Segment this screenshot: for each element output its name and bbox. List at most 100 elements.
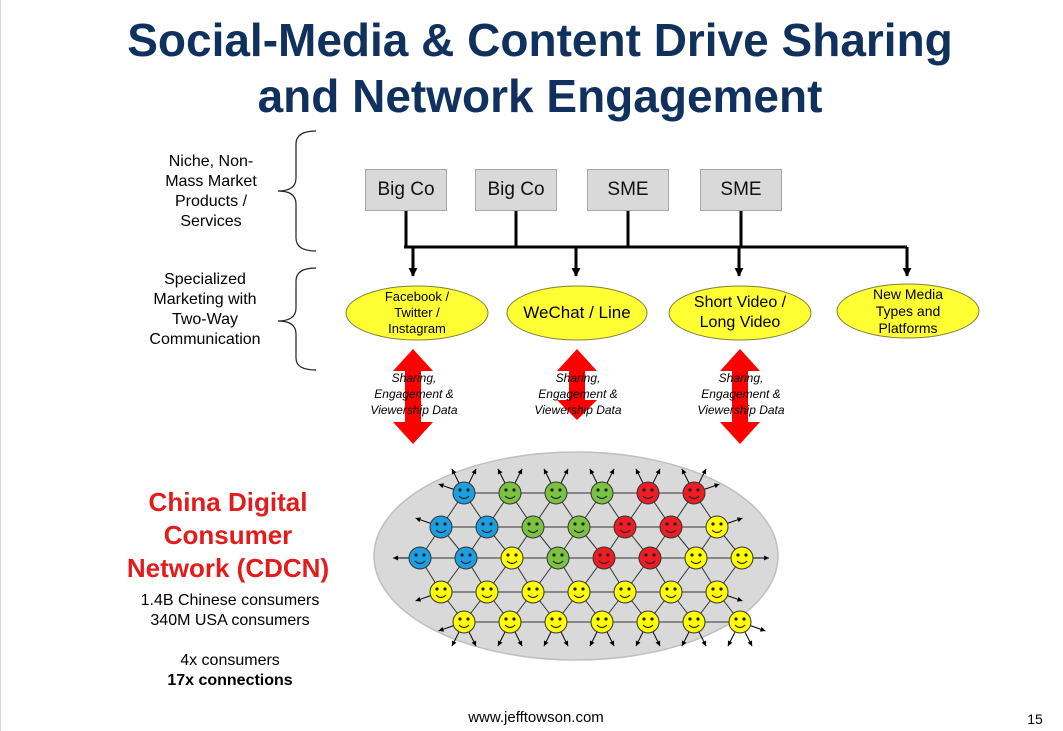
consumer-smiley-icon	[429, 580, 453, 604]
network-arrowhead	[517, 468, 523, 475]
marketing-brace	[277, 267, 317, 371]
red-double-arrow	[720, 349, 760, 444]
consumer-smiley-icon	[682, 481, 706, 505]
network-arrowhead	[655, 640, 661, 647]
platform-label-line: New Media	[872, 285, 944, 302]
network-arrowhead	[415, 517, 422, 523]
consumer-smiley-icon	[728, 610, 752, 634]
platform-label-line: Instagram	[388, 321, 446, 336]
stat-consumer-multiple: 4x consumers	[180, 652, 280, 669]
network-arrowhead	[759, 626, 766, 632]
network-arrowhead	[415, 596, 422, 602]
consumer-smiley-icon	[636, 610, 660, 634]
platform-label-line: Twitter /	[394, 305, 440, 320]
consumer-smiley-icon	[500, 546, 524, 570]
network-arrowhead	[451, 468, 457, 475]
network-arrowhead	[471, 468, 477, 475]
slide-title: Social-Media & Content Drive Sharing and…	[60, 12, 1020, 124]
red-double-arrow	[557, 349, 597, 420]
products-label-line: Mass Market	[165, 173, 257, 190]
platform-oval-wechat	[506, 285, 648, 341]
network-arrowhead	[701, 640, 707, 647]
network-arrowhead	[517, 640, 523, 647]
flow-label-sharing: Sharing, Engagement & Viewership Data	[518, 370, 638, 418]
network-arrowhead	[543, 640, 549, 647]
network-arrowhead	[736, 596, 743, 602]
network-arrowhead	[589, 468, 595, 475]
network-nodes	[408, 481, 754, 634]
network-arrowhead	[589, 640, 595, 647]
network-arrowhead	[563, 468, 569, 475]
stat-usa-consumers: 340M USA consumers	[150, 612, 310, 629]
cdcn-title-line: Network (CDCN)	[126, 553, 330, 583]
platform-label-line: WeChat / Line	[523, 303, 631, 322]
network-arrowhead	[736, 517, 743, 523]
consumer-smiley-icon	[613, 515, 637, 539]
company-box-sme: SME	[700, 169, 782, 211]
consumer-smiley-icon	[498, 610, 522, 634]
flow-label-line: Sharing,	[718, 371, 764, 385]
flow-label-line: Viewership Data	[370, 403, 458, 417]
title-line-2: and Network Engagement	[257, 70, 823, 122]
network-arrowhead	[497, 468, 503, 475]
network-arrowhead	[451, 640, 457, 647]
platform-label-video: Short Video / Long Video	[670, 287, 810, 339]
consumer-smiley-icon	[544, 610, 568, 634]
products-brace	[277, 130, 317, 252]
flow-label-line: Engagement &	[538, 387, 618, 401]
platform-label-line: Platforms	[878, 319, 938, 336]
consumer-smiley-icon	[659, 515, 683, 539]
products-label-line: Products /	[174, 193, 248, 210]
consumer-smiley-icon	[546, 546, 570, 570]
network-arrowhead	[681, 640, 687, 647]
connector-lines	[404, 211, 912, 277]
products-label-line: Services	[180, 213, 242, 230]
network-arrowhead	[635, 640, 641, 647]
platform-label-wechat: WeChat / Line	[507, 287, 647, 339]
cdcn-title-line: Consumer	[163, 520, 293, 550]
footer-url: www.jefftowson.com	[468, 709, 604, 726]
cdcn-title: China Digital Consumer Network (CDCN)	[108, 486, 348, 585]
platform-oval-video	[668, 285, 812, 341]
consumer-smiley-icon	[682, 610, 706, 634]
network-arrowhead	[563, 640, 569, 647]
cdcn-title-line: China Digital	[148, 487, 308, 517]
network-arrowhead	[438, 626, 445, 632]
platform-oval-facebook	[345, 285, 489, 341]
platform-label-line: Facebook /	[384, 289, 450, 304]
consumer-smiley-icon	[521, 515, 545, 539]
consumer-smiley-icon	[408, 546, 432, 570]
flow-label-line: Sharing,	[555, 371, 601, 385]
flow-label-sharing: Sharing, Engagement & Viewership Data	[354, 370, 474, 418]
network-arrowhead	[764, 555, 769, 561]
network-arrowhead	[438, 483, 445, 489]
consumer-smiley-icon	[592, 546, 616, 570]
company-box-big-co: Big Co	[365, 169, 447, 211]
consumer-smiley-icon	[521, 580, 545, 604]
network-arrowhead	[701, 468, 707, 475]
consumer-smiley-icon	[454, 546, 478, 570]
red-double-arrow	[393, 349, 433, 444]
consumer-smiley-icon	[452, 610, 476, 634]
network-arrowhead	[681, 468, 687, 475]
stat-connection-multiple: 17x connections	[167, 672, 293, 689]
stat-china-consumers: 1.4B Chinese consumers	[140, 592, 320, 609]
company-box-sme: SME	[587, 169, 669, 211]
network-arrowhead	[471, 640, 477, 647]
page-number: 15	[1027, 711, 1043, 727]
network-arrowhead	[609, 640, 615, 647]
consumer-smiley-icon	[590, 610, 614, 634]
network-arrowhead	[497, 640, 503, 647]
marketing-label-line: Marketing with	[153, 291, 257, 308]
network-arrowhead	[655, 468, 661, 475]
flow-label-line: Engagement &	[701, 387, 781, 401]
consumer-smiley-icon	[613, 580, 637, 604]
consumer-smiley-icon	[638, 546, 662, 570]
consumer-smiley-icon	[705, 580, 729, 604]
flow-label-sharing: Sharing, Engagement & Viewership Data	[681, 370, 801, 418]
marketing-label-line: Communication	[149, 331, 261, 348]
consumer-smiley-icon	[475, 580, 499, 604]
consumer-smiley-icon	[429, 515, 453, 539]
consumer-smiley-icon	[567, 515, 591, 539]
network-arrowhead	[543, 468, 549, 475]
